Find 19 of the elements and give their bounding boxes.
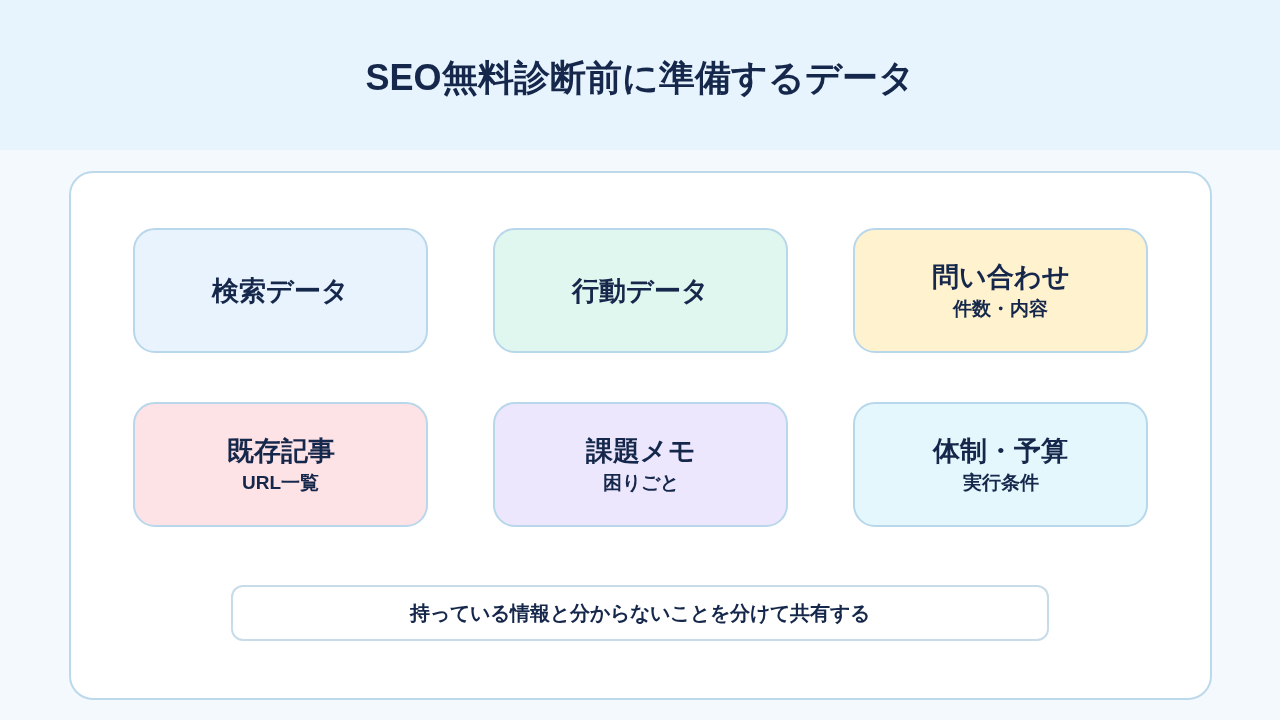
card-title: 検索データ [212,274,349,307]
data-card [133,402,428,527]
card-title: 問い合わせ [931,260,1070,293]
panel [69,171,1212,700]
card-title: 既存記事 [226,434,335,467]
data-card [133,228,428,353]
card-subtitle: 実行条件 [962,470,1039,495]
data-card [493,228,788,353]
title: SEO無料診断前に準備するデータ [365,56,915,100]
note-box: 持っている情報と分からないことを分けて共有する [231,585,1049,641]
data-card [853,402,1148,527]
card-subtitle: 困りごと [602,470,679,495]
card-subtitle: URL一覧 [241,470,320,495]
card-title: 体制・予算 [933,434,1068,467]
data-card [493,402,788,527]
card-title: 行動データ [572,274,709,307]
card-subtitle: 件数・内容 [953,296,1048,321]
data-card [853,228,1148,353]
card-title: 課題メモ [585,434,696,467]
